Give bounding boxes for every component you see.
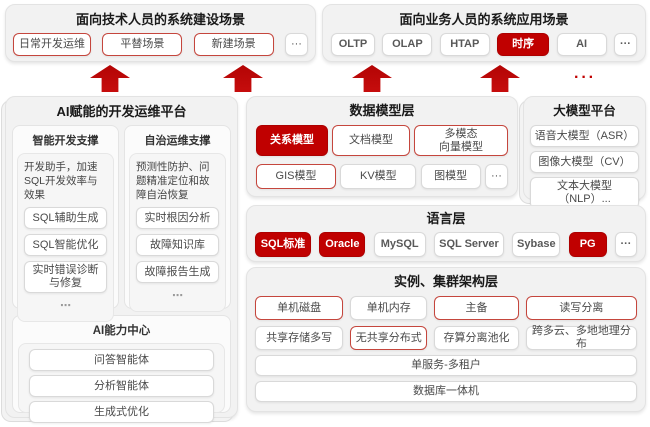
data-model-row-1: 关系模型文档模型多模态 向量模型 [256,125,508,156]
chip-primary-standby: 主备 [434,296,519,320]
chip-daily-dev-ops: 日常开发运维 [13,33,91,56]
column-chip-list: 实时根因分析故障知识库故障报告生成 ⋯ [136,207,219,305]
intelligent-dev-box: 开发助手，加速SQL开发效率与效果 SQL辅助生成 SQL智能优化实时错误诊断 与… [17,153,114,322]
chip-sql-assist-generation: SQL辅助生成 [24,207,107,229]
chip-more: ··· [614,232,637,257]
cluster-row-1: 单机磁盘单机内存主备读写分离 [255,296,638,320]
chip-kv-model: KV模型 [340,164,417,189]
cluster-bars: 单服务-多租户数据库一体机 [255,355,637,402]
chip-sql-server: SQL Server [433,232,504,257]
chip-oracle: Oracle [319,232,366,257]
chip-graph-model: 图模型 [420,164,481,189]
column-header: 自治运维支撑 [144,135,211,147]
chip-gis-model: GIS模型 [256,164,336,189]
column-desc: 开发助手，加速SQL开发效率与效果 [24,161,98,201]
column-header: 智能开发支撑 [32,135,99,147]
ai-devops-platform-title: AI赋能的开发运维平台 [56,104,187,119]
chip-olap: OLAP [382,33,433,56]
business-scenario-chip-row: OLTP OLAP HTAP 时序 AI ··· [331,33,637,56]
column-autonomous-ops-support: 自治运维支撑 预测性防护、问题精准定位和故障自治恢复 实时根因分析故障知识库故障… [124,125,231,312]
column-intelligent-dev-support: 智能开发支撑 开发助手，加速SQL开发效率与效果 SQL辅助生成 SQL智能优化实… [12,125,119,322]
chip-mysql: MySQL [373,232,426,257]
chip-more: ··· [284,33,308,56]
chip-single-machine-disk: 单机磁盘 [255,296,344,320]
autonomous-ops-box: 预测性防护、问题精准定位和故障自治恢复 实时根因分析故障知识库故障报告生成 ⋯ [129,153,226,312]
panel-business-scenarios-title: 面向业务人员的系统应用场景 [399,12,569,27]
chip-fault-knowledge-base: 故障知识库 [136,234,219,256]
chip-ai: AI [556,33,607,56]
chip-speech-llm-asr: 语音大模型（ASR） [530,125,639,147]
ai-center-chip-list: 问答智能体分析智能体生成式优化 [29,349,214,423]
up-arrow-icon [480,65,520,92]
chip-new-scenario: 新建场景 [193,33,274,56]
chip-oltp: OLTP [331,33,375,56]
panel-tech-scenarios-title: 面向技术人员的系统建设场景 [75,12,245,27]
chip-fault-report-generation: 故障报告生成 [136,261,219,283]
chip-storage-compute-separation: 存算分离池化 [434,326,519,350]
chip-text-llm-nlp: 文本大模型（NLP）... [530,177,639,209]
chip-realtime-root-cause: 实时根因分析 [136,207,219,229]
chip-document-model: 文档模型 [332,125,410,156]
chip-relational-model: 关系模型 [256,125,328,156]
chip-more: ··· [484,164,508,189]
more-dots: ··· [574,69,596,86]
chip-htap: HTAP [439,33,490,56]
chip-sybase: Sybase [512,232,561,257]
panel-language-layer: 语言层 SQL标准 Oracle MySQL SQL Server Sybase PG ··… [246,205,646,262]
column-chip-list: SQL辅助生成 SQL智能优化实时错误诊断 与修复 ⋯ [24,207,107,315]
chip-single-service-multitenant: 单服务-多租户 [255,355,637,376]
chip-sql-standard: SQL标准 [255,232,311,257]
up-arrow-icon [352,65,392,92]
up-arrow-icon [223,65,263,92]
chip-qa-agent: 问答智能体 [29,349,214,371]
language-layer-title: 语言层 [426,211,466,226]
ai-capability-center-title: AI能力中心 [92,325,151,337]
panel-ai-devops-platform: AI赋能的开发运维平台 智能开发支撑 开发助手，加速SQL开发效率与效果 SQL… [5,96,238,423]
more-dots: ⋯ [172,290,183,302]
chip-shared-storage-multiwrite: 共享存储多写 [255,326,344,350]
cluster-row-2: 共享存储多写无共享分布式存算分离池化跨多云、多地地理分布 [255,325,638,350]
chip-sql-smart-optimization: SQL智能优化 [24,234,107,256]
ai-capability-center-box: 问答智能体分析智能体生成式优化 [18,343,225,423]
chip-timeseries: 时序 [497,33,550,56]
chip-single-machine-memory: 单机内存 [350,296,428,320]
chip-multicloud-geo-distribution: 跨多云、多地地理分布 [525,325,638,350]
chip-pg: PG [568,232,607,257]
column-desc: 预测性防护、问题精准定位和故障自治恢复 [136,161,210,201]
llm-platform-title: 大模型平台 [553,104,616,118]
chip-database-appliance: 数据库一体机 [255,381,637,402]
chip-generative-optimization: 生成式优化 [29,401,214,423]
chip-shared-nothing-distributed: 无共享分布式 [350,326,428,350]
chip-replacement-scenario: 平替场景 [102,33,183,56]
tech-scenario-chip-row: 日常开发运维平替场景新建场景 ··· [13,33,308,56]
more-dots: ⋯ [60,300,71,312]
chip-multimodal-vector-model: 多模态 向量模型 [414,125,508,156]
chip-read-write-split: 读写分离 [525,296,638,320]
language-chip-row: SQL标准 Oracle MySQL SQL Server Sybase PG ··· [255,232,637,257]
data-model-layer-title: 数据模型层 [349,103,415,118]
chip-realtime-error-diagnosis: 实时错误诊断 与修复 [24,261,107,293]
ai-capability-center: AI能力中心 问答智能体分析智能体生成式优化 [12,315,231,423]
panel-tech-scenarios: 面向技术人员的系统建设场景 日常开发运维平替场景新建场景 ··· [5,4,316,62]
chip-image-llm-cv: 图像大模型（CV） [530,151,639,173]
panel-business-scenarios: 面向业务人员的系统应用场景 OLTP OLAP HTAP 时序 AI ··· [322,4,646,62]
panel-cluster-architecture-layer: 实例、集群架构层 单机磁盘单机内存主备读写分离 共享存储多写无共享分布式存算分离… [246,267,646,412]
panel-llm-platform: 大模型平台 语音大模型（ASR） 图像大模型（CV） 文本大模型（NLP）... [523,96,646,209]
chip-more: ··· [613,33,637,56]
cluster-layer-title: 实例、集群架构层 [393,274,498,289]
llm-chip-list: 语音大模型（ASR） 图像大模型（CV） 文本大模型（NLP）... [530,125,639,209]
up-arrow-icon [90,65,130,92]
chip-analysis-agent: 分析智能体 [29,375,214,397]
